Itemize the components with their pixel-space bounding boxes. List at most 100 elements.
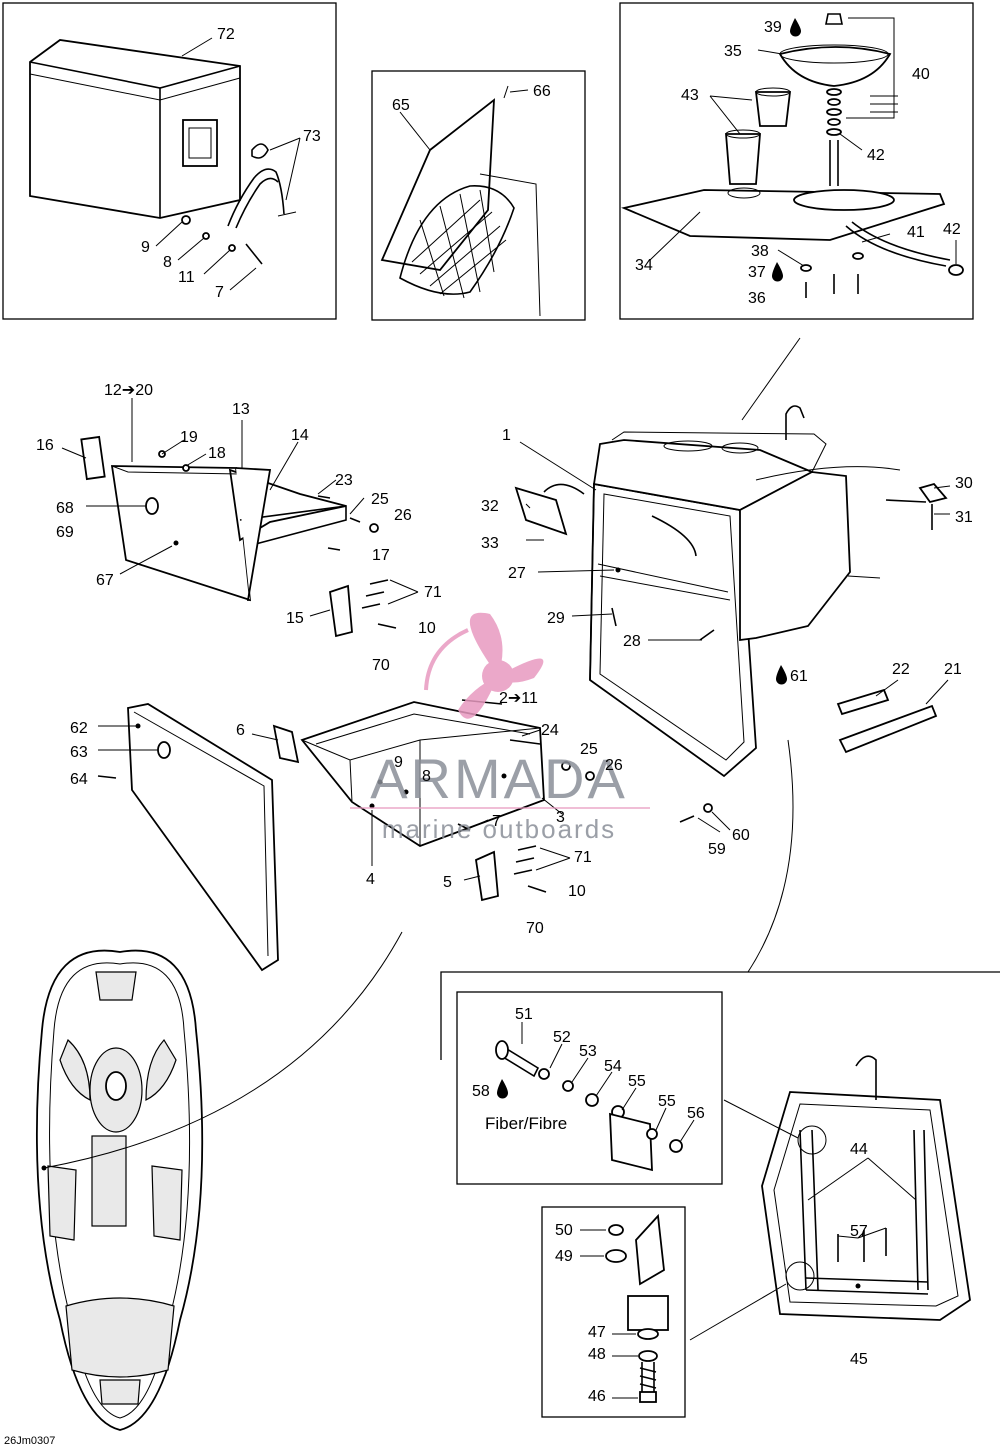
callout-71: 71 [574, 849, 592, 866]
callout-73: 73 [303, 128, 321, 145]
inset-sink [619, 2, 974, 320]
callout-63: 63 [70, 744, 88, 761]
callout-42: 42 [943, 221, 961, 238]
lower-drawer-leaders [98, 725, 571, 881]
callout-40: 40 [912, 66, 930, 83]
sink-assembly [621, 13, 964, 298]
callout-28: 28 [623, 633, 641, 650]
callout-49: 49 [555, 1248, 573, 1265]
callout-71: 71 [424, 584, 442, 601]
callout-38: 38 [751, 243, 769, 260]
callout-41: 41 [907, 224, 925, 241]
callout-68: 68 [56, 500, 74, 517]
callout-53: 53 [579, 1043, 597, 1060]
drop-icon [772, 262, 783, 282]
sink-leaders [649, 17, 957, 267]
console-hardware [514, 482, 948, 823]
inset-frame-lower [440, 971, 1000, 1060]
inset-frames [2, 2, 1000, 1418]
callout-70: 70 [526, 920, 544, 937]
armada-watermark: ARMADA marine outboards [350, 612, 650, 844]
callout-30: 30 [955, 475, 973, 492]
cooler-leaders [155, 37, 301, 291]
callout-23: 23 [335, 472, 353, 489]
door-panel [97, 703, 279, 972]
callout-3: 3 [556, 809, 565, 826]
callout-15: 15 [286, 610, 304, 627]
console-frame [689, 739, 971, 1341]
callout-7: 7 [492, 813, 501, 830]
drop-icon [790, 18, 801, 37]
callout-66: 66 [533, 83, 551, 100]
callout-67: 67 [96, 572, 114, 589]
callout-61: 61 [790, 668, 808, 685]
callout-9: 9 [141, 239, 150, 256]
inset-net [371, 70, 586, 321]
callout-26: 26 [394, 507, 412, 524]
cooler-box [29, 39, 241, 219]
inset-cooler [2, 2, 337, 320]
callout-17: 17 [372, 547, 390, 564]
callout-6: 6 [236, 722, 245, 739]
console-leaders [519, 337, 951, 833]
callout-13: 13 [232, 401, 250, 418]
net-leaders [399, 89, 529, 151]
callout-1: 1 [502, 427, 511, 444]
callout-56: 56 [687, 1105, 705, 1122]
drop-icon [776, 665, 787, 685]
drop-icon [497, 1079, 509, 1099]
callout-11: 11 [178, 269, 195, 286]
callout-34: 34 [635, 257, 653, 274]
callout-57: 57 [850, 1223, 868, 1240]
callout-12-20: 12➔20 [104, 382, 153, 399]
lower-drawer [272, 699, 595, 902]
callout-50: 50 [555, 1222, 573, 1239]
callout-47: 47 [588, 1324, 606, 1341]
callout-8: 8 [422, 768, 431, 785]
callout-69: 69 [56, 524, 74, 541]
callout-32: 32 [481, 498, 499, 515]
callout-24: 24 [541, 722, 559, 739]
callout-54: 54 [604, 1058, 622, 1075]
callout-16: 16 [36, 437, 54, 454]
callout-58: 58 [472, 1083, 490, 1100]
callout-52: 52 [553, 1029, 571, 1046]
callout-5: 5 [443, 874, 452, 891]
callout-18: 18 [208, 445, 226, 462]
figure-code: 26Jm0307 [4, 1435, 55, 1447]
upper-drawer-leaders [61, 398, 419, 617]
callout-8: 8 [163, 254, 172, 271]
storage-net [380, 85, 541, 317]
callout-4: 4 [366, 871, 375, 888]
callout-37: 37 [748, 264, 766, 281]
callout-25: 25 [580, 741, 598, 758]
callout-65: 65 [392, 97, 410, 114]
hull-deck [35, 931, 403, 1431]
callout-33: 33 [481, 535, 499, 552]
callout-70: 70 [372, 657, 390, 674]
callout-62: 62 [70, 720, 88, 737]
callout-46: 46 [588, 1388, 606, 1405]
callout-10: 10 [418, 620, 436, 637]
mount-hardware [580, 1213, 669, 1403]
callout-2-11: 2➔11 [499, 690, 538, 707]
callout-55: 55 [658, 1093, 676, 1110]
fiber-note: Fiber/Fibre [485, 1114, 567, 1133]
callout-26: 26 [605, 757, 623, 774]
callout-7: 7 [215, 284, 224, 301]
callout-39: 39 [764, 19, 782, 36]
propeller-logo-icon [424, 612, 544, 719]
callout-48: 48 [588, 1346, 606, 1363]
callout-25: 25 [371, 491, 389, 508]
upper-drawer [80, 435, 397, 638]
callout-64: 64 [70, 771, 88, 788]
inset-mount [541, 1206, 686, 1418]
callout-55: 55 [628, 1073, 646, 1090]
callout-31: 31 [955, 509, 973, 526]
callout-14: 14 [291, 427, 309, 444]
callout-59: 59 [708, 841, 726, 858]
callout-29: 29 [547, 610, 565, 627]
fiber-fasteners [495, 1022, 695, 1172]
